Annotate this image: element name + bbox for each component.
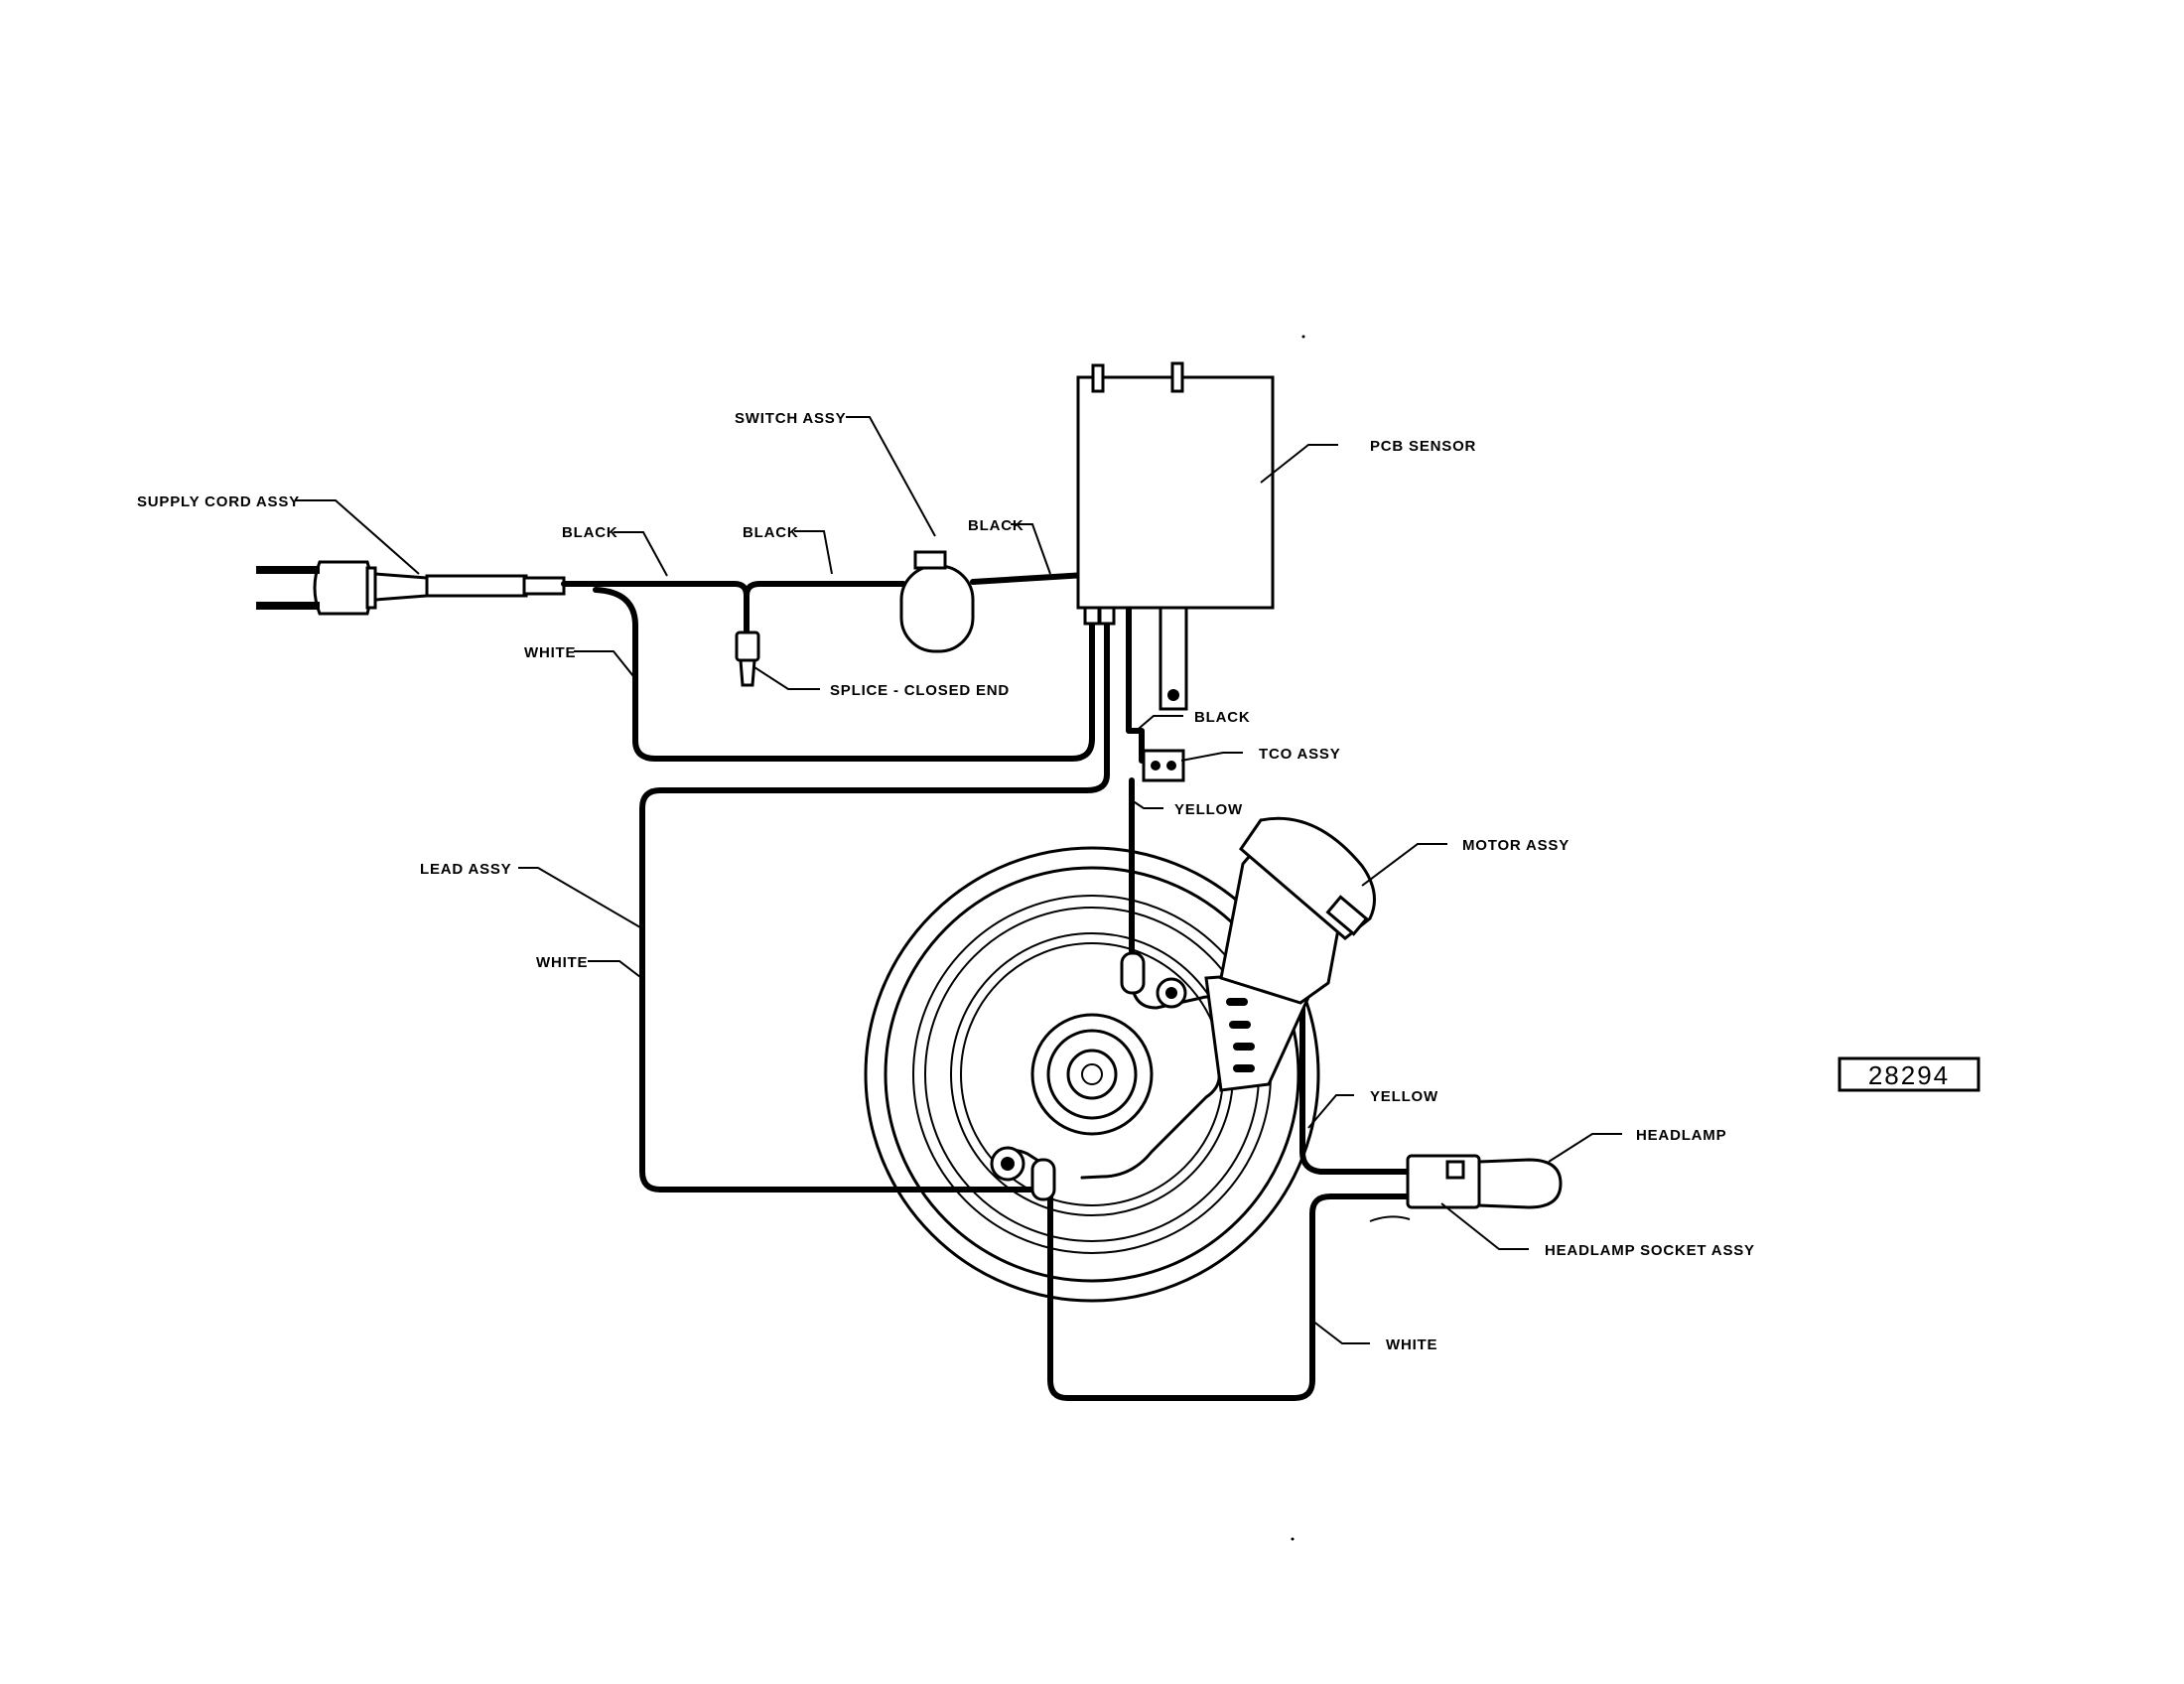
- labels: SUPPLY CORD ASSY BLACK BLACK SWITCH ASSY…: [137, 410, 1755, 1353]
- label-lead-assy: LEAD ASSY: [420, 861, 512, 878]
- tco-assy: [1142, 749, 1185, 782]
- switch-assy: [899, 550, 975, 653]
- splice-closed-end: [735, 631, 760, 687]
- headlamp-socket-assy: [1369, 1154, 1481, 1222]
- motor-assy: [1219, 816, 1376, 1005]
- label-white-2: WHITE: [536, 954, 588, 971]
- label-switch-assy: SWITCH ASSY: [735, 410, 846, 427]
- headlamp: [1477, 1158, 1563, 1209]
- label-black-3: BLACK: [968, 517, 1024, 534]
- leader-lines: [296, 416, 1622, 1344]
- pcb-sensor: [1076, 361, 1275, 711]
- label-yellow-1: YELLOW: [1174, 801, 1243, 818]
- label-splice-closed-end: SPLICE - CLOSED END: [830, 682, 1010, 699]
- supply-cord-plug: [256, 560, 566, 616]
- drawing-id: 28294: [1868, 1060, 1950, 1090]
- drawing-id-box: 28294: [1838, 1056, 1980, 1092]
- label-motor-assy: MOTOR ASSY: [1462, 837, 1570, 854]
- label-tco-assy: TCO ASSY: [1259, 746, 1341, 763]
- scan-speck: [1291, 1537, 1295, 1541]
- label-supply-cord-assy: SUPPLY CORD ASSY: [137, 493, 300, 510]
- label-yellow-2: YELLOW: [1370, 1088, 1438, 1105]
- label-black-2: BLACK: [743, 524, 799, 541]
- label-headlamp-socket-assy: HEADLAMP SOCKET ASSY: [1545, 1242, 1755, 1259]
- label-headlamp: HEADLAMP: [1636, 1127, 1726, 1144]
- label-black-1: BLACK: [562, 524, 618, 541]
- label-black-4: BLACK: [1194, 709, 1251, 726]
- scan-speck: [1301, 335, 1305, 339]
- label-pcb-sensor: PCB SENSOR: [1370, 438, 1476, 455]
- label-white-1: WHITE: [524, 644, 576, 661]
- motor-housing: [864, 846, 1320, 1303]
- label-white-3: WHITE: [1386, 1336, 1437, 1353]
